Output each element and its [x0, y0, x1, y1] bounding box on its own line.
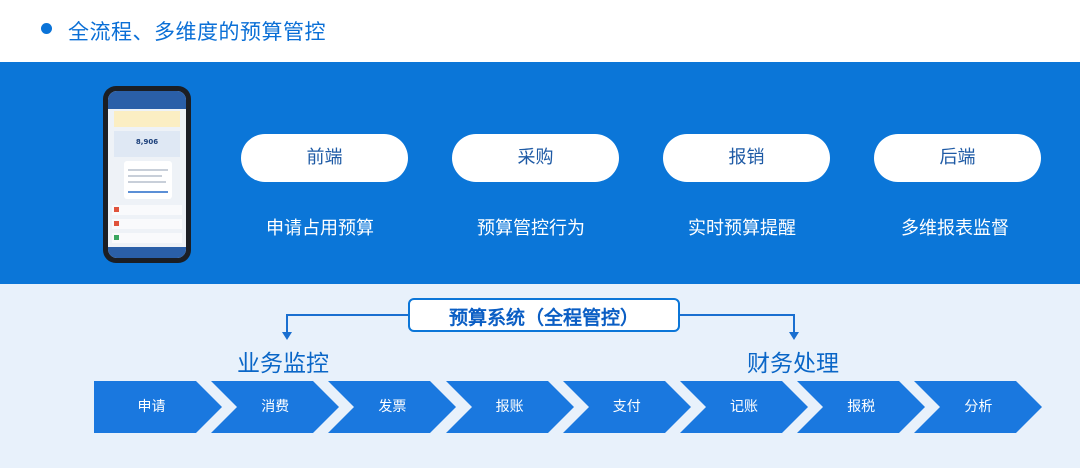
phone-notice: [114, 111, 180, 127]
flow-step[interactable]: 分析: [914, 381, 1043, 433]
phone-amount: 8,906: [135, 138, 159, 146]
stage-pill-reimburse[interactable]: 报销: [663, 134, 830, 182]
flow-step-label: 报税: [847, 399, 876, 415]
group-label-finance: 财务处理: [747, 351, 839, 377]
budget-system-box: [408, 298, 680, 332]
flow-step[interactable]: 申请: [94, 381, 222, 433]
stage-desc-reimburse: 实时预算提醒: [688, 218, 796, 239]
connector-right-down: [793, 314, 795, 334]
connector-left: [286, 314, 408, 316]
flow-step[interactable]: 消费: [211, 381, 340, 433]
stage-desc-backend: 多维报表监督: [901, 218, 1009, 239]
connector-right: [680, 314, 795, 316]
arrow-down-icon: [282, 332, 292, 340]
stage-pill-purchase[interactable]: 采购: [452, 134, 619, 182]
flow-step-label: 分析: [964, 399, 993, 415]
phone-app-header: [108, 91, 186, 109]
row-icon: [114, 235, 119, 240]
phone-mockup: 8,906: [103, 86, 191, 263]
header: 全流程、多维度的预算管控: [0, 0, 1080, 62]
arrow-down-icon: [789, 332, 799, 340]
stage-desc-frontend: 申请占用预算: [266, 218, 374, 239]
flow-step-label: 支付: [612, 399, 641, 415]
flow-step[interactable]: 报税: [797, 381, 926, 433]
flow-step[interactable]: 发票: [328, 381, 457, 433]
stage-desc-purchase: 预算管控行为: [477, 218, 585, 239]
flow-step[interactable]: 报账: [445, 381, 574, 433]
dialog-buttons: [128, 191, 168, 193]
flow-step-label: 申请: [137, 399, 166, 415]
stage-pill-backend[interactable]: 后端: [874, 134, 1041, 182]
phone-screen: 8,906: [108, 91, 186, 258]
page-title: 全流程、多维度的预算管控: [68, 20, 326, 44]
row-icon: [114, 207, 119, 212]
flow-step-label: 发票: [378, 399, 407, 415]
phone-list-row: [112, 233, 182, 243]
group-label-business: 业务监控: [237, 351, 329, 377]
flow-step-label: 记账: [730, 399, 758, 415]
flow-step-label: 报账: [495, 399, 524, 415]
budget-system-title: 预算系统（全程管控）: [448, 307, 639, 329]
dialog-line: [128, 175, 162, 177]
flow-step[interactable]: 支付: [562, 381, 691, 433]
flow-step-label: 消费: [261, 399, 290, 415]
stage-pill-frontend[interactable]: 前端: [241, 134, 408, 182]
phone-bottom-bar: [108, 247, 186, 258]
row-icon: [114, 221, 119, 226]
phone-list-row: [112, 205, 182, 215]
dialog-line: [128, 181, 166, 183]
phone-dialog: [124, 161, 172, 199]
bullet-dot-icon: [41, 23, 52, 34]
phone-budget-card: [114, 131, 180, 157]
flow-step[interactable]: 记账: [680, 381, 808, 433]
dialog-line: [128, 169, 168, 171]
connector-left-down: [286, 314, 288, 334]
phone-list-row: [112, 219, 182, 229]
